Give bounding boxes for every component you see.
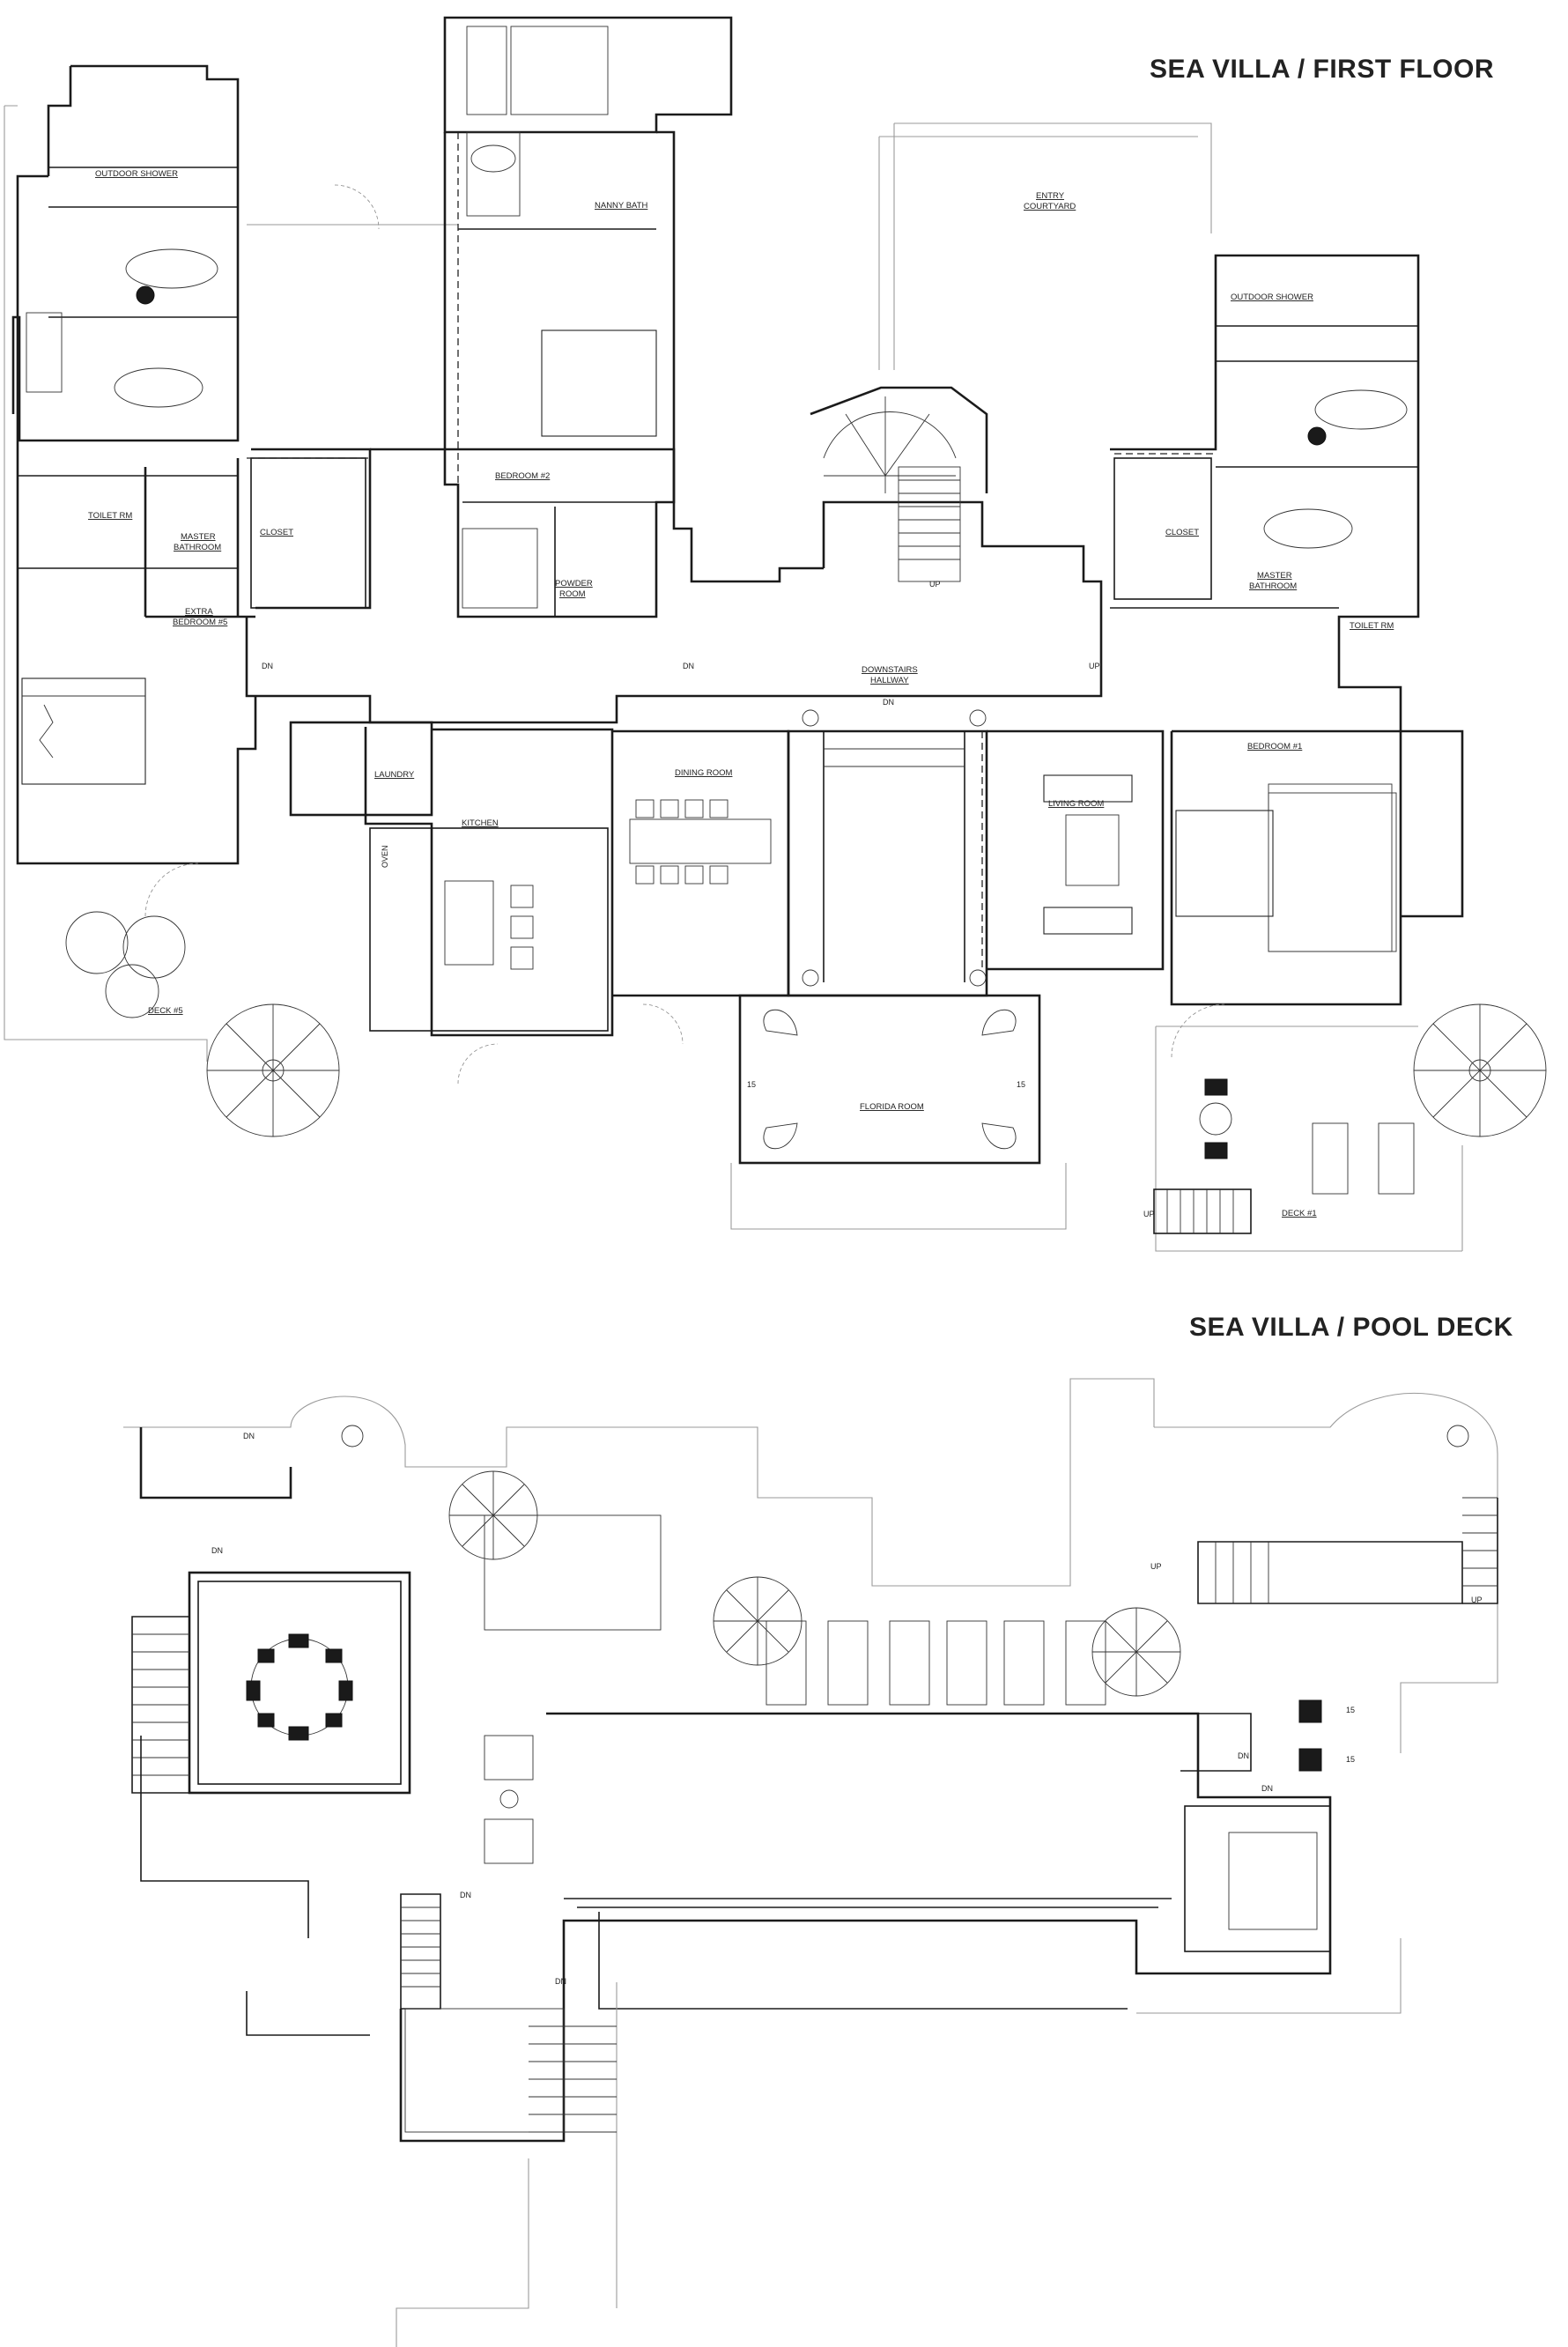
dn-marker: DN [555,1977,566,1986]
label-laundry: LAUNDRY [374,770,415,780]
label-toilet-rm-right: TOILET RM [1350,621,1394,631]
label-entry-courtyard-1: ENTRY [1036,191,1065,201]
label-downstairs-hallway-1: DOWNSTAIRS [862,665,918,675]
dn-marker: DN [460,1891,471,1899]
first-floor-plan [4,16,1547,1252]
pool-deck-title: SEA VILLA / POOL DECK [1189,1313,1513,1342]
table-number: 15 [1017,1080,1025,1089]
dn-marker: DN [1261,1784,1273,1793]
label-deck-1: DECK #1 [1282,1209,1317,1218]
label-bedroom-1: BEDROOM #1 [1247,742,1302,751]
dn-marker: DN [883,698,894,707]
label-nanny-bath: NANNY BATH [595,201,647,211]
label-outdoor-shower-right: OUTDOOR SHOWER [1231,292,1313,302]
up-marker: UP [1150,1562,1162,1571]
label-toilet-rm-left: TOILET RM [88,511,132,521]
label-master-bathroom-right-2: BATHROOM [1249,581,1297,591]
table-number: 15 [747,1080,756,1089]
label-florida-room: FLORIDA ROOM [860,1102,924,1112]
room-labels: OUTDOOR SHOWER TOILET RM MASTER BATHROOM… [88,169,1394,1218]
label-oven: OVEN [381,845,389,868]
direction-markers: DN DN DN UP UP UP DN DN UP UP DN DN DN D… [211,580,1483,1986]
label-extra-bedroom-1: EXTRA [185,607,213,617]
label-extra-bedroom-2: BEDROOM #5 [173,618,227,627]
up-marker: UP [929,580,941,589]
table-number: 15 [1346,1706,1355,1714]
label-closet-left: CLOSET [260,528,293,537]
dn-marker: DN [1238,1751,1249,1760]
up-marker: UP [1089,662,1100,670]
label-bedroom-2: BEDROOM #2 [495,471,550,481]
dn-marker: DN [262,662,273,670]
label-entry-courtyard-2: COURTYARD [1024,202,1076,211]
up-marker: UP [1471,1596,1483,1604]
label-living-room: LIVING ROOM [1048,799,1104,809]
label-master-bathroom-left-1: MASTER [181,532,216,542]
up-marker: UP [1143,1210,1155,1218]
label-master-bathroom-left-2: BATHROOM [174,543,221,552]
label-outdoor-shower-left: OUTDOOR SHOWER [95,169,178,179]
dn-marker: DN [243,1432,255,1440]
table-number: 15 [1346,1755,1355,1764]
dn-marker: DN [683,662,694,670]
dn-marker: DN [211,1546,223,1555]
label-kitchen: KITCHEN [462,818,499,828]
first-floor-title: SEA VILLA / FIRST FLOOR [1150,55,1494,84]
label-master-bathroom-right-1: MASTER [1257,571,1292,581]
pool-deck-plan [123,1378,1498,2347]
label-downstairs-hallway-2: HALLWAY [870,676,909,685]
label-closet-right: CLOSET [1165,528,1199,537]
label-powder-room-2: ROOM [559,589,586,599]
label-dining-room: DINING ROOM [675,768,733,778]
label-deck-5: DECK #5 [148,1006,183,1016]
label-powder-room-1: POWDER [555,579,593,589]
